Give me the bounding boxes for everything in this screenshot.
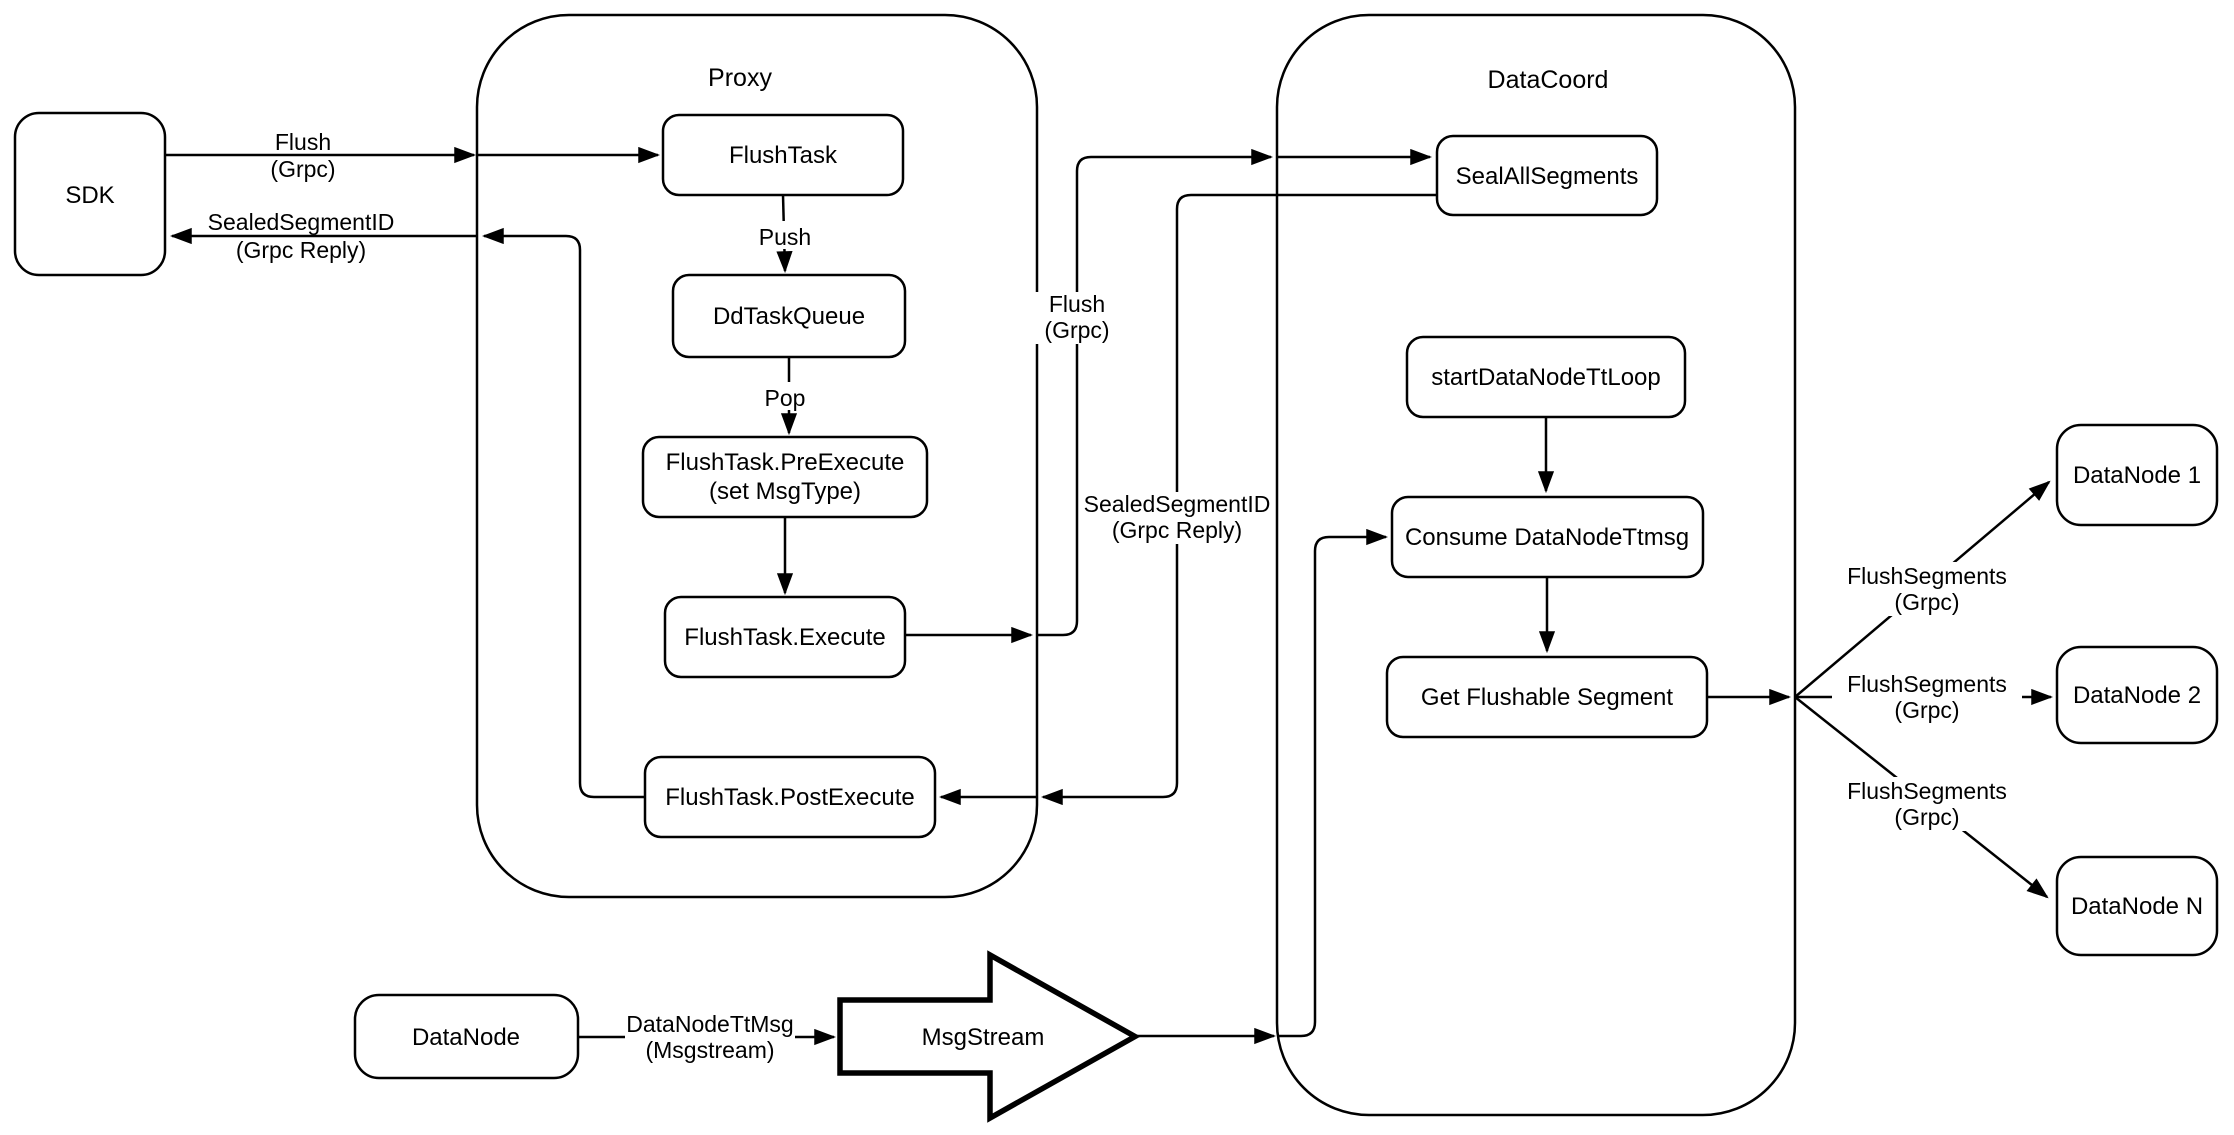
execute-label: FlushTask.Execute — [684, 624, 885, 651]
pop-label-bg — [757, 382, 813, 410]
ddtaskqueue-label: DdTaskQueue — [713, 303, 865, 330]
coord-reply-label-bg — [1082, 492, 1272, 544]
node-consumedatanodettmsg — [1390, 495, 1705, 579]
edge-label-datanodettmsg-2: (Msgstream) — [645, 1037, 774, 1063]
edge-label-flushsegments2-2: (Grpc) — [1894, 697, 1959, 723]
node-sealallsegments — [1435, 134, 1659, 217]
preexecute-label: FlushTask.PreExecute — [666, 449, 905, 476]
edge-label-flushsegments1-2: (Grpc) — [1894, 589, 1959, 615]
edge-label-datanodettmsg-1: DataNodeTtMsg — [626, 1011, 793, 1037]
node-datanoden — [2055, 855, 2219, 957]
startdatanodettloop-label: startDataNodeTtLoop — [1431, 364, 1660, 391]
edge-label-flushsegments3-2: (Grpc) — [1894, 804, 1959, 830]
edge-label-pop: Pop — [765, 385, 806, 411]
node-preexecute — [641, 435, 929, 519]
datanode1-label: DataNode 1 — [2073, 462, 2201, 489]
edge-label-sdk-reply-2: (Grpc Reply) — [236, 237, 366, 263]
edge-datacoord-border-to-consume — [1277, 537, 1386, 1038]
getflushablesegment-label: Get Flushable Segment — [1421, 684, 1673, 711]
node-datanode1 — [2055, 423, 2219, 527]
edge-label-sdk-reply-1: SealedSegmentID — [208, 209, 395, 235]
node-execute — [663, 595, 907, 679]
edge-postexecute-to-proxy-border — [484, 236, 645, 799]
flushtask-label: FlushTask — [729, 142, 838, 169]
edge-label-coord-reply-2: (Grpc Reply) — [1112, 517, 1242, 543]
postexecute-label: FlushTask.PostExecute — [665, 784, 914, 811]
flushsegments2-label-bg — [1832, 670, 2022, 724]
datanoden-label: DataNode N — [2071, 893, 2203, 920]
edge-label-sdk-flush-1: Flush — [275, 129, 331, 155]
edge-label-coord-flush-2: (Grpc) — [1044, 317, 1109, 343]
edge-proxy-to-datacoord-border — [1037, 157, 1271, 637]
datanode2-label: DataNode 2 — [2073, 682, 2201, 709]
consumedatanodettmsg-label: Consume DataNodeTtmsg — [1405, 524, 1689, 551]
edge-label-push: Push — [759, 224, 811, 250]
node-flushtask — [661, 113, 905, 197]
edge-label-flushsegments2-1: FlushSegments — [1847, 671, 2007, 697]
node-getflushablesegment — [1385, 655, 1709, 739]
coord-flush-label-bg — [1032, 292, 1122, 344]
flushsegments1-label-bg — [1832, 562, 2022, 616]
edge-label-sdk-flush-2: (Grpc) — [270, 156, 335, 182]
msgstream-block-arrow — [837, 950, 1141, 1123]
proxy-title: Proxy — [708, 64, 772, 92]
edge-label-flushsegments1-1: FlushSegments — [1847, 563, 2007, 589]
datacoord-title: DataCoord — [1488, 66, 1609, 94]
edge-label-coord-reply-1: SealedSegmentID — [1084, 491, 1271, 517]
sealallsegments-label: SealAllSegments — [1456, 163, 1639, 190]
node-postexecute — [643, 755, 937, 839]
node-datanode-bottom — [353, 993, 580, 1080]
node-ddtaskqueue — [671, 273, 907, 359]
push-label-bg — [751, 221, 819, 249]
msgstream-label: MsgStream — [922, 1024, 1045, 1051]
node-startdatanodettloop — [1405, 335, 1687, 419]
edge-label-flushsegments3-1: FlushSegments — [1847, 778, 2007, 804]
flushsegments3-label-bg — [1832, 777, 2022, 831]
datanodettmsg-label-bg — [625, 1012, 795, 1064]
node-datanode2 — [2055, 645, 2219, 745]
sdk-label: SDK — [65, 182, 114, 209]
edge-label-coord-flush-1: Flush — [1049, 291, 1105, 317]
datanode-bottom-label: DataNode — [412, 1024, 520, 1051]
preexecute-sublabel: (set MsgType) — [709, 478, 861, 505]
node-sdk — [13, 111, 167, 277]
